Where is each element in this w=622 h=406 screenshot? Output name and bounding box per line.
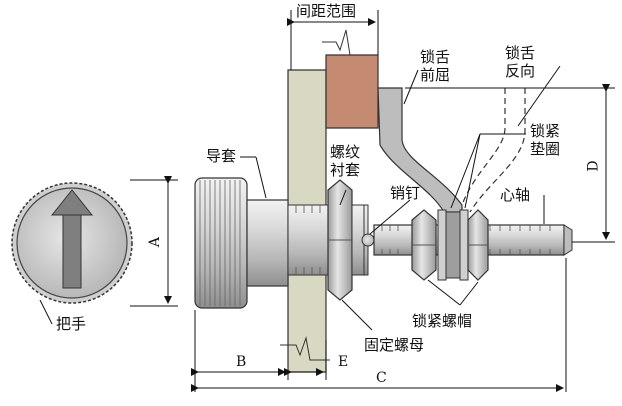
label-guide-sleeve: 导套 — [206, 147, 237, 165]
pin — [361, 233, 375, 247]
dimension-e-label: E — [338, 354, 349, 370]
label-lock-nut: 锁紧螺帽 — [412, 312, 473, 330]
label-threaded-bushing-line1: 螺纹 — [330, 143, 361, 161]
lock-tongue-reverse — [461, 88, 526, 213]
label-lock-tongue-forward: 锁舌 前屈 — [420, 48, 450, 84]
dimension-c-label: C — [376, 370, 387, 386]
label-fixing-nut: 固定螺母 — [364, 336, 425, 354]
lock-tongue-forward — [377, 87, 463, 213]
label-lock-tongue-reverse-line2: 反向 — [505, 62, 536, 80]
label-lock-tongue-reverse: 锁舌 反向 — [505, 44, 535, 80]
label-spacing-range: 间距范围 — [296, 2, 357, 20]
label-threaded-bushing: 螺纹 衬套 — [330, 143, 360, 179]
label-handle: 把手 — [56, 315, 87, 333]
label-lock-washer-line1: 锁紧 — [530, 122, 561, 140]
fixing-nut — [327, 179, 365, 301]
bracket — [322, 29, 379, 129]
dimension-b-label: B — [236, 354, 247, 370]
lock-nut-left — [411, 209, 437, 281]
leader-lines — [39, 65, 561, 331]
dimension-d-label: D — [585, 160, 602, 172]
label-lock-tongue-forward-line1: 锁舌 — [420, 48, 451, 66]
label-lock-washer-line2: 垫圈 — [530, 140, 561, 158]
label-threaded-bushing-line2: 衬套 — [330, 161, 361, 179]
lock-nut-right — [467, 209, 489, 281]
label-lock-washer: 锁紧 垫圈 — [530, 122, 560, 158]
label-lock-tongue-forward-line2: 前屈 — [420, 66, 451, 84]
knurled-knob — [194, 177, 248, 309]
label-pin: 销钉 — [390, 184, 421, 202]
label-core-shaft: 心轴 — [500, 186, 531, 204]
dimension-a-label: A — [147, 236, 164, 248]
label-lock-tongue-reverse-line1: 锁舌 — [505, 44, 536, 62]
dimension-a-line — [130, 176, 178, 307]
dimension-lines — [191, 10, 615, 392]
lock-washer — [437, 209, 469, 281]
guide-sleeve — [246, 199, 289, 287]
handle-end-view — [11, 182, 133, 304]
